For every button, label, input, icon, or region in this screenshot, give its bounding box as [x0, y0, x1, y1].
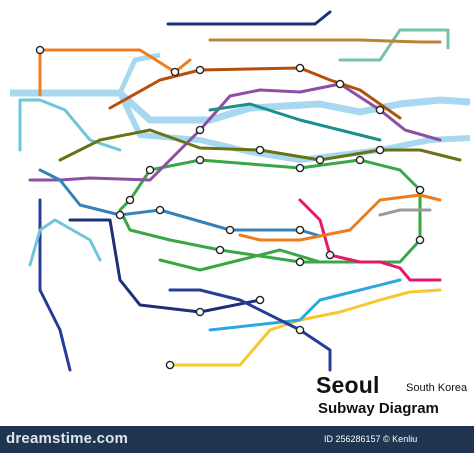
map-subtitle: Subway Diagram	[318, 400, 439, 417]
river-main	[10, 89, 471, 124]
line9-route	[208, 38, 442, 44]
darkblue-south-route	[68, 218, 262, 314]
image-id: ID 256286157 © Kenliu	[324, 434, 418, 444]
subway-map	[10, 10, 471, 372]
transfer-station-24	[215, 245, 225, 255]
transfer-station-19	[170, 67, 180, 77]
line5-route	[28, 82, 442, 182]
transfer-station-12	[225, 225, 235, 235]
transfer-station-4	[355, 155, 365, 165]
transfer-station-5	[415, 185, 425, 195]
transfer-station-2	[195, 155, 205, 165]
airport-route	[38, 168, 322, 238]
transfer-station-26	[195, 307, 205, 317]
gyeongui-route	[338, 28, 450, 62]
transfer-station-22	[325, 250, 335, 260]
river-south-channel	[117, 91, 471, 163]
transfer-station-28	[165, 360, 175, 370]
transfer-station-6	[125, 195, 135, 205]
han-river	[10, 52, 471, 163]
transfer-station-1	[145, 165, 155, 175]
transfer-station-9	[315, 155, 325, 165]
transfer-station-21	[415, 235, 425, 245]
transfer-station-8	[255, 145, 265, 155]
map-title: Seoul	[316, 372, 380, 398]
gray-route	[378, 208, 432, 217]
river-tributary	[117, 52, 161, 95]
line3-south-route	[238, 193, 442, 242]
transfer-station-7	[195, 125, 205, 135]
transfer-station-23	[295, 257, 305, 267]
subway-lines	[18, 10, 462, 372]
map-country: South Korea	[406, 382, 468, 394]
watermark-brand: dreamstime.com	[6, 430, 129, 447]
footer-bar: dreamstime.com ID 256286157 © Kenliu	[0, 426, 474, 453]
line1-southwest-route	[38, 198, 72, 372]
transfer-station-17	[195, 65, 205, 75]
line3-route	[38, 48, 192, 97]
line1-south-route	[168, 288, 332, 372]
transfer-station-18	[375, 105, 385, 115]
teal-route	[208, 102, 382, 142]
line2-south-route	[158, 248, 322, 272]
transfer-station-25	[255, 295, 265, 305]
transfer-station-16	[295, 63, 305, 73]
transfer-station-20	[35, 45, 45, 55]
line1-top-route	[166, 10, 332, 26]
transfer-stations	[35, 45, 425, 370]
line8-route	[298, 198, 442, 282]
transfer-station-14	[155, 205, 165, 215]
line4-route	[18, 98, 122, 152]
transfer-station-3	[295, 163, 305, 173]
transfer-station-10	[375, 145, 385, 155]
transfer-station-13	[115, 210, 125, 220]
transfer-station-27	[295, 325, 305, 335]
lightblue-west-route	[28, 218, 102, 267]
transfer-station-15	[335, 79, 345, 89]
yellow-route	[168, 288, 442, 367]
transfer-station-11	[295, 225, 305, 235]
lightblue-south-route	[208, 278, 402, 332]
